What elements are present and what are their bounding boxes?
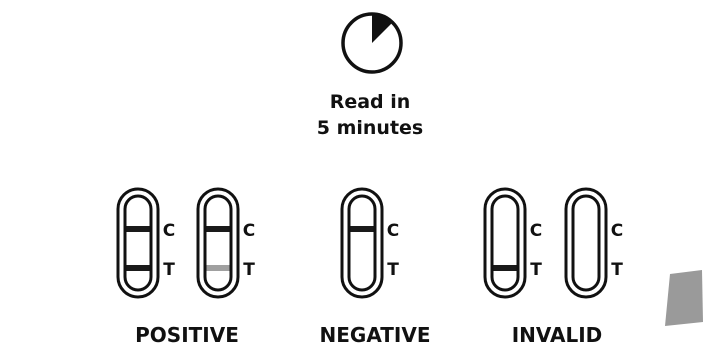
clock-5-minutes-icon [343, 14, 401, 72]
negative-strip-1-window [349, 196, 375, 290]
invalid-strip-2-c-label: C [611, 221, 623, 241]
negative-label: NEGATIVE [320, 323, 431, 347]
negative-strip-1-control-line [351, 226, 374, 232]
positive-strip-1-control-line [127, 226, 150, 232]
instruction-line-1: Read in [330, 91, 411, 113]
invalid-strip-1-test-line [494, 265, 517, 271]
negative-strip-1-t-label: T [387, 260, 399, 280]
test-card-corner [665, 270, 703, 326]
invalid-strip-2-t-label: T [611, 260, 623, 280]
positive-strip-2-window [205, 196, 231, 290]
positive-strip-2-c-label: C [243, 221, 255, 241]
invalid-strip-2-window [573, 196, 599, 290]
positive-strip-2-t-label: T [243, 260, 255, 280]
invalid-label: INVALID [512, 323, 603, 347]
instruction-line-2: 5 minutes [317, 117, 423, 139]
invalid-strip-1-t-label: T [530, 260, 542, 280]
positive-strip-1-test-line [127, 265, 150, 271]
positive-strip-1-c-label: C [163, 221, 175, 241]
positive-strip-1-t-label: T [163, 260, 175, 280]
invalid-strip-1-c-label: C [530, 221, 542, 241]
positive-label: POSITIVE [135, 323, 239, 347]
positive-strip-2-control-line [207, 226, 230, 232]
invalid-strip-1-window [492, 196, 518, 290]
positive-strip-2-test-line [207, 265, 230, 271]
negative-strip-1-c-label: C [387, 221, 399, 241]
positive-strip-1-window [125, 196, 151, 290]
